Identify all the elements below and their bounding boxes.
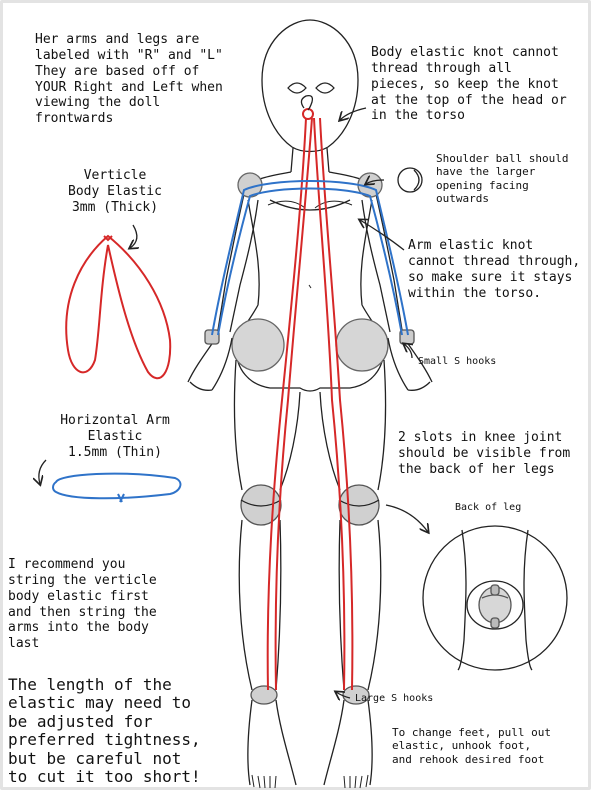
change-feet-note: To change feet, pull out elastic, unhook… [392, 726, 592, 766]
right-hip-joint [336, 319, 388, 371]
arrow-verticle [130, 225, 137, 248]
knee-slots-note: 2 slots in knee joint should be visible … [398, 430, 593, 478]
shoulder-ball-note: Shoulder ball should have the larger ope… [436, 152, 594, 206]
arrow-small-hooks [404, 344, 412, 358]
red-elastic-loop [66, 236, 170, 378]
blue-elastic-loop [53, 474, 180, 499]
doll-left-eye [288, 83, 306, 93]
left-hip-joint [232, 319, 284, 371]
verticle-elastic-label: Verticle Body Elastic 3mm (Thick) [40, 168, 190, 216]
body-knot-note: Body elastic knot cannot thread through … [371, 45, 586, 124]
doll-right-leg [320, 360, 386, 785]
doll-left-leg [234, 360, 300, 785]
doll-blue-elastic [212, 181, 408, 335]
back-of-leg-inset [423, 526, 567, 670]
length-warning-note: The length of the elastic may need to be… [8, 676, 243, 786]
back-of-leg-label: Back of leg [455, 502, 555, 514]
arm-knot-note: Arm elastic knot cannot thread through, … [408, 238, 593, 301]
small-hooks-label: Small S hooks [418, 356, 528, 368]
horizontal-elastic-label: Horizontal Arm Elastic 1.5mm (Thin) [35, 413, 195, 461]
arrow-horizontal [39, 460, 46, 484]
labels-note: Her arms and legs are labeled with "R" a… [35, 32, 260, 127]
large-hooks-label: Large S hooks [355, 693, 465, 705]
arrow-back-of-leg [386, 505, 428, 532]
recommend-note: I recommend you string the verticle body… [8, 557, 213, 652]
doll-right-eye [316, 83, 334, 93]
